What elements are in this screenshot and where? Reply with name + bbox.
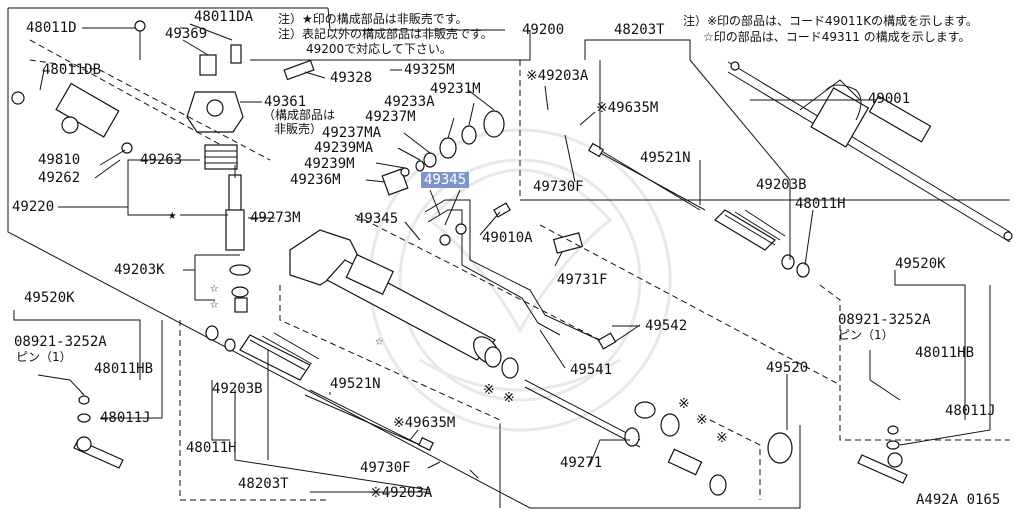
label-49731F: 49731F — [557, 272, 608, 288]
note-left-3: 49200で対応して下さい。 — [306, 42, 452, 56]
label-49325M: 49325M — [404, 62, 455, 78]
label-49233A: 49233A — [384, 94, 435, 110]
label-49001: 49001 — [868, 91, 911, 107]
label-pin-left: ピン（1） — [16, 350, 72, 364]
main-assembly-frame — [7, 7, 801, 509]
label-49730F-bottom: 49730F — [360, 460, 411, 476]
label-08921-right: 08921-3252A — [838, 312, 931, 328]
note-left-2: 注）表記以外の構成部品は非販売です。 — [278, 27, 493, 41]
label-49345: 49345 — [356, 211, 399, 227]
label-49520K-left: 49520K — [24, 290, 75, 306]
label-49542: 49542 — [645, 318, 688, 334]
label-49231M: 49231M — [430, 81, 481, 97]
valve-assembly — [11, 39, 271, 161]
label-48011H-bottom: 48011H — [186, 440, 237, 456]
label-pin-right: ピン（1） — [838, 328, 894, 342]
label-49273M: 49273M — [250, 210, 301, 226]
label-49200: 49200 — [522, 22, 565, 38]
label-49361-note1: （構成部品は — [263, 108, 336, 122]
label-49369: 49369 — [165, 26, 208, 42]
label-49262: 49262 — [38, 170, 81, 186]
wstar-mark-2: ☆ — [210, 296, 219, 312]
kome-mark-1: ※ — [483, 382, 495, 398]
label-49541: 49541 — [570, 362, 613, 378]
label-49635M-top: ※49635M — [596, 100, 659, 116]
pinion-shaft — [204, 144, 251, 313]
note-right-1: 注）※印の部品は、コード49011Kの構成を示します。 — [683, 14, 978, 28]
label-48011J-right: 48011J — [945, 403, 996, 419]
label-49635M-bottom: ※49635M — [393, 415, 456, 431]
label-49730F-top: 49730F — [533, 179, 584, 195]
label-48203T-top: 48203T — [614, 22, 665, 38]
label-08921-left: 08921-3252A — [14, 334, 107, 350]
tie-rods — [73, 142, 908, 484]
kome-mark-2: ※ — [503, 390, 515, 406]
kome-mark-5: ※ — [716, 430, 728, 446]
label-49361-note2: 非販売） — [274, 122, 323, 136]
label-49203K: 49203K — [114, 262, 165, 278]
kome-mark-3: ※ — [678, 396, 690, 412]
wstar-mark-3: ☆ — [375, 333, 384, 349]
pinion-housing — [134, 20, 315, 133]
figure-code: A492A 0165 — [916, 492, 1001, 508]
label-49236M: 49236M — [290, 172, 341, 188]
label-49239M: 49239M — [304, 156, 355, 172]
label-49345-highlighted[interactable]: 49345 — [421, 172, 470, 188]
label-48011H-top: 48011H — [795, 196, 846, 212]
label-49810: 49810 — [38, 152, 81, 168]
kome-mark-4: ※ — [696, 412, 708, 428]
label-49361: 49361 — [264, 94, 307, 110]
label-49237MA: 49237MA — [322, 125, 382, 141]
upper-frame — [250, 30, 1010, 201]
wstar-mark-1: ☆ — [210, 280, 219, 296]
label-49203A-bottom: ※49203A — [370, 485, 433, 501]
seal-parts — [381, 110, 505, 196]
rack-assembly-49001 — [727, 61, 1013, 243]
bellows-boots — [205, 209, 810, 464]
note-left-1: 注）★印の構成部品は非販売です。 — [278, 12, 468, 26]
label-49271: 49271 — [560, 455, 603, 471]
label-49010A: 49010A — [482, 230, 533, 246]
label-48011HB-left: 48011HB — [94, 361, 154, 377]
label-48203T-bottom: 48203T — [238, 476, 289, 492]
label-49203A-top: ※49203A — [526, 68, 589, 84]
rack-housing — [289, 229, 499, 364]
label-49220: 49220 — [12, 199, 55, 215]
label-48011HB-right: 48011HB — [915, 345, 975, 361]
label-49203B-bottom: 49203B — [212, 381, 263, 397]
label-49521N-bottom: 49521N — [330, 376, 381, 392]
label-49263: 49263 — [140, 152, 183, 168]
label-49239MA: 49239MA — [314, 140, 374, 156]
label-49203B-top: 49203B — [756, 177, 807, 193]
label-49521N-top: 49521N — [640, 150, 691, 166]
label-49520: 49520 — [766, 360, 809, 376]
label-49328: 49328 — [330, 70, 373, 86]
leader-lines — [13, 23, 991, 508]
label-48011D: 48011D — [26, 20, 77, 36]
label-48011DA: 48011DA — [194, 9, 254, 25]
inner-tie-rods — [309, 149, 727, 496]
star-mark: ★ — [168, 207, 177, 223]
note-right-2: ☆印の部品は、コード49311 の構成を示します。 — [703, 30, 971, 44]
label-49520K-right: 49520K — [895, 256, 946, 272]
label-48011J-left: 48011J — [100, 410, 151, 426]
label-48011DB: 48011DB — [42, 62, 102, 78]
label-49237M: 49237M — [365, 109, 416, 125]
